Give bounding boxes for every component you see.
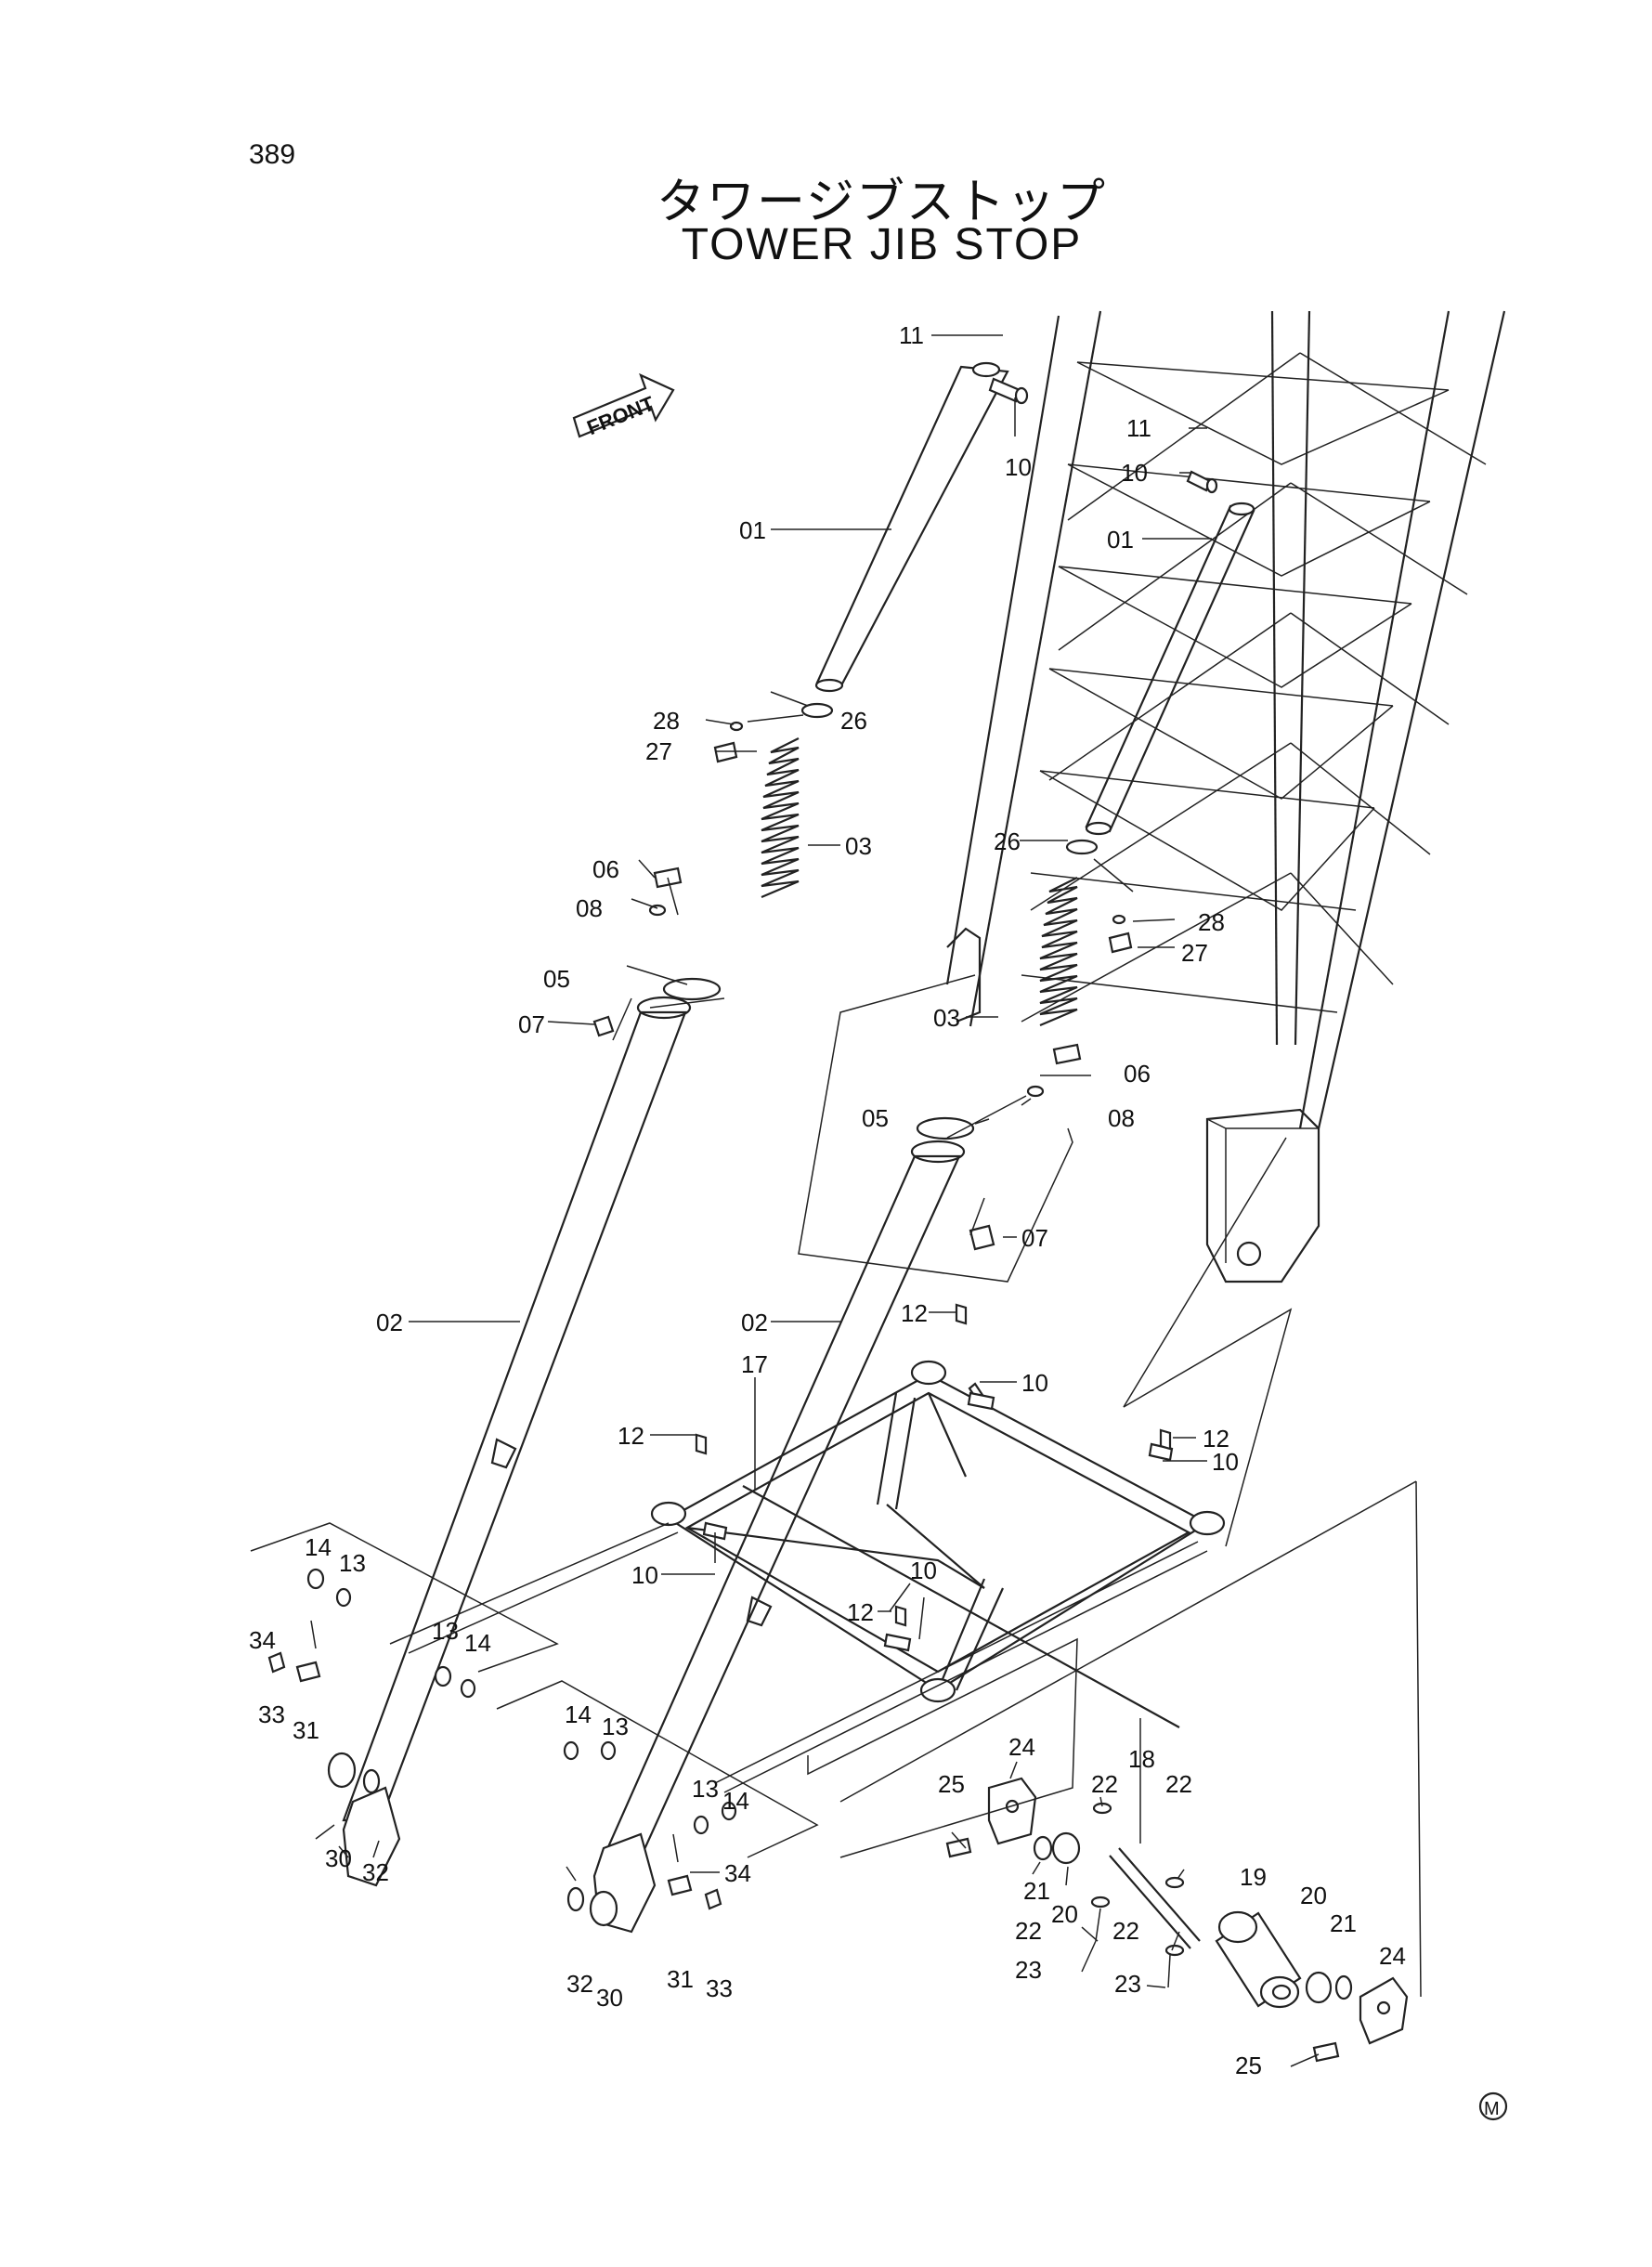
callout-10: 10 xyxy=(1021,1369,1048,1397)
callout-12: 12 xyxy=(618,1422,644,1450)
callout-05: 05 xyxy=(862,1104,889,1132)
callout-11: 11 xyxy=(1126,414,1151,442)
m-mark-label: M xyxy=(1484,2099,1500,2119)
callout-32: 32 xyxy=(566,1970,593,1998)
callout-01: 01 xyxy=(739,516,766,544)
callout-21: 21 xyxy=(1023,1877,1050,1905)
upper-rods xyxy=(814,361,1255,836)
callout-03: 03 xyxy=(933,1004,960,1032)
page-number: 389 xyxy=(249,139,296,170)
callout-23: 23 xyxy=(1114,1970,1141,1998)
tower-jib-lattice xyxy=(945,310,1506,1283)
lower-left-hardware xyxy=(267,1568,737,1927)
pins-hardware xyxy=(695,377,1218,1652)
callout-30: 30 xyxy=(596,1984,623,2012)
callout-14: 14 xyxy=(722,1787,749,1815)
roller-assembly xyxy=(945,1777,1409,2063)
callout-12: 12 xyxy=(901,1299,928,1327)
callout-27: 27 xyxy=(1181,939,1208,967)
callout-30: 30 xyxy=(325,1844,352,1872)
callout-13: 13 xyxy=(692,1775,719,1803)
callout-26: 26 xyxy=(840,707,867,735)
guide-lines xyxy=(250,691,1422,1998)
callout-06: 06 xyxy=(1124,1060,1151,1088)
callout-05: 05 xyxy=(543,965,570,993)
callout-06: 06 xyxy=(592,855,619,883)
callout-25: 25 xyxy=(938,1770,965,1798)
callout-17: 17 xyxy=(741,1350,768,1378)
callout-01: 01 xyxy=(1107,526,1134,554)
callout-33: 33 xyxy=(706,1974,733,2002)
callout-10: 10 xyxy=(1121,459,1148,487)
callout-32: 32 xyxy=(362,1858,389,1886)
callout-28: 28 xyxy=(1198,908,1225,936)
callout-07: 07 xyxy=(1021,1224,1048,1252)
callout-12: 12 xyxy=(1203,1425,1229,1453)
callout-26: 26 xyxy=(994,827,1021,855)
leader-lines xyxy=(338,334,1320,2067)
bolts-nuts xyxy=(592,721,1133,1251)
callout-02: 02 xyxy=(741,1309,768,1336)
callout-24: 24 xyxy=(1379,1942,1406,1970)
callout-33: 33 xyxy=(258,1700,285,1728)
callout-34: 34 xyxy=(249,1626,276,1654)
lower-tubes xyxy=(342,996,966,1934)
callout-07: 07 xyxy=(518,1010,545,1038)
callout-25: 25 xyxy=(1235,2052,1262,2079)
callout-11: 11 xyxy=(899,321,924,349)
callout-13: 13 xyxy=(602,1713,629,1740)
callout-24: 24 xyxy=(1008,1733,1035,1761)
callout-27: 27 xyxy=(645,737,672,765)
callout-08: 08 xyxy=(1108,1104,1135,1132)
callout-14: 14 xyxy=(464,1629,491,1657)
callout-20: 20 xyxy=(1051,1900,1078,1928)
callout-22: 22 xyxy=(1015,1917,1042,1945)
callout-10: 10 xyxy=(1005,453,1032,481)
callout-20: 20 xyxy=(1300,1882,1327,1909)
front-arrow-icon: FRONT xyxy=(572,372,675,439)
callout-14: 14 xyxy=(305,1533,332,1561)
callout-13: 13 xyxy=(339,1549,366,1577)
callout-10: 10 xyxy=(1212,1448,1239,1476)
callout-22: 22 xyxy=(1165,1770,1192,1798)
frame-assembly xyxy=(389,1360,1226,1793)
callout-31: 31 xyxy=(293,1716,319,1744)
callout-34: 34 xyxy=(724,1859,751,1887)
springs xyxy=(761,737,1078,1027)
callout-08: 08 xyxy=(576,894,603,922)
callout-10: 10 xyxy=(910,1557,937,1584)
callout-18: 18 xyxy=(1128,1745,1155,1773)
callout-23: 23 xyxy=(1015,1956,1042,1984)
callout-10: 10 xyxy=(631,1561,658,1589)
title-japanese: タワージブストップ xyxy=(657,175,1107,230)
callout-22: 22 xyxy=(1112,1917,1139,1945)
m-mark-icon: M xyxy=(1478,2091,1508,2121)
callout-21: 21 xyxy=(1330,1909,1357,1937)
title-english: TOWER JIB STOP xyxy=(681,220,1083,269)
callout-02: 02 xyxy=(376,1309,403,1336)
washers xyxy=(662,702,1099,1140)
callout-13: 13 xyxy=(432,1617,459,1645)
callout-31: 31 xyxy=(667,1965,694,1993)
callout-14: 14 xyxy=(565,1700,592,1728)
callout-12: 12 xyxy=(847,1598,874,1626)
callout-22: 22 xyxy=(1091,1770,1118,1798)
callout-19: 19 xyxy=(1240,1863,1267,1891)
callout-03: 03 xyxy=(845,832,872,860)
callout-labels: 11 10 11 10 01 01 28 26 27 03 06 08 05 0… xyxy=(249,321,1406,2079)
callout-28: 28 xyxy=(653,707,680,735)
